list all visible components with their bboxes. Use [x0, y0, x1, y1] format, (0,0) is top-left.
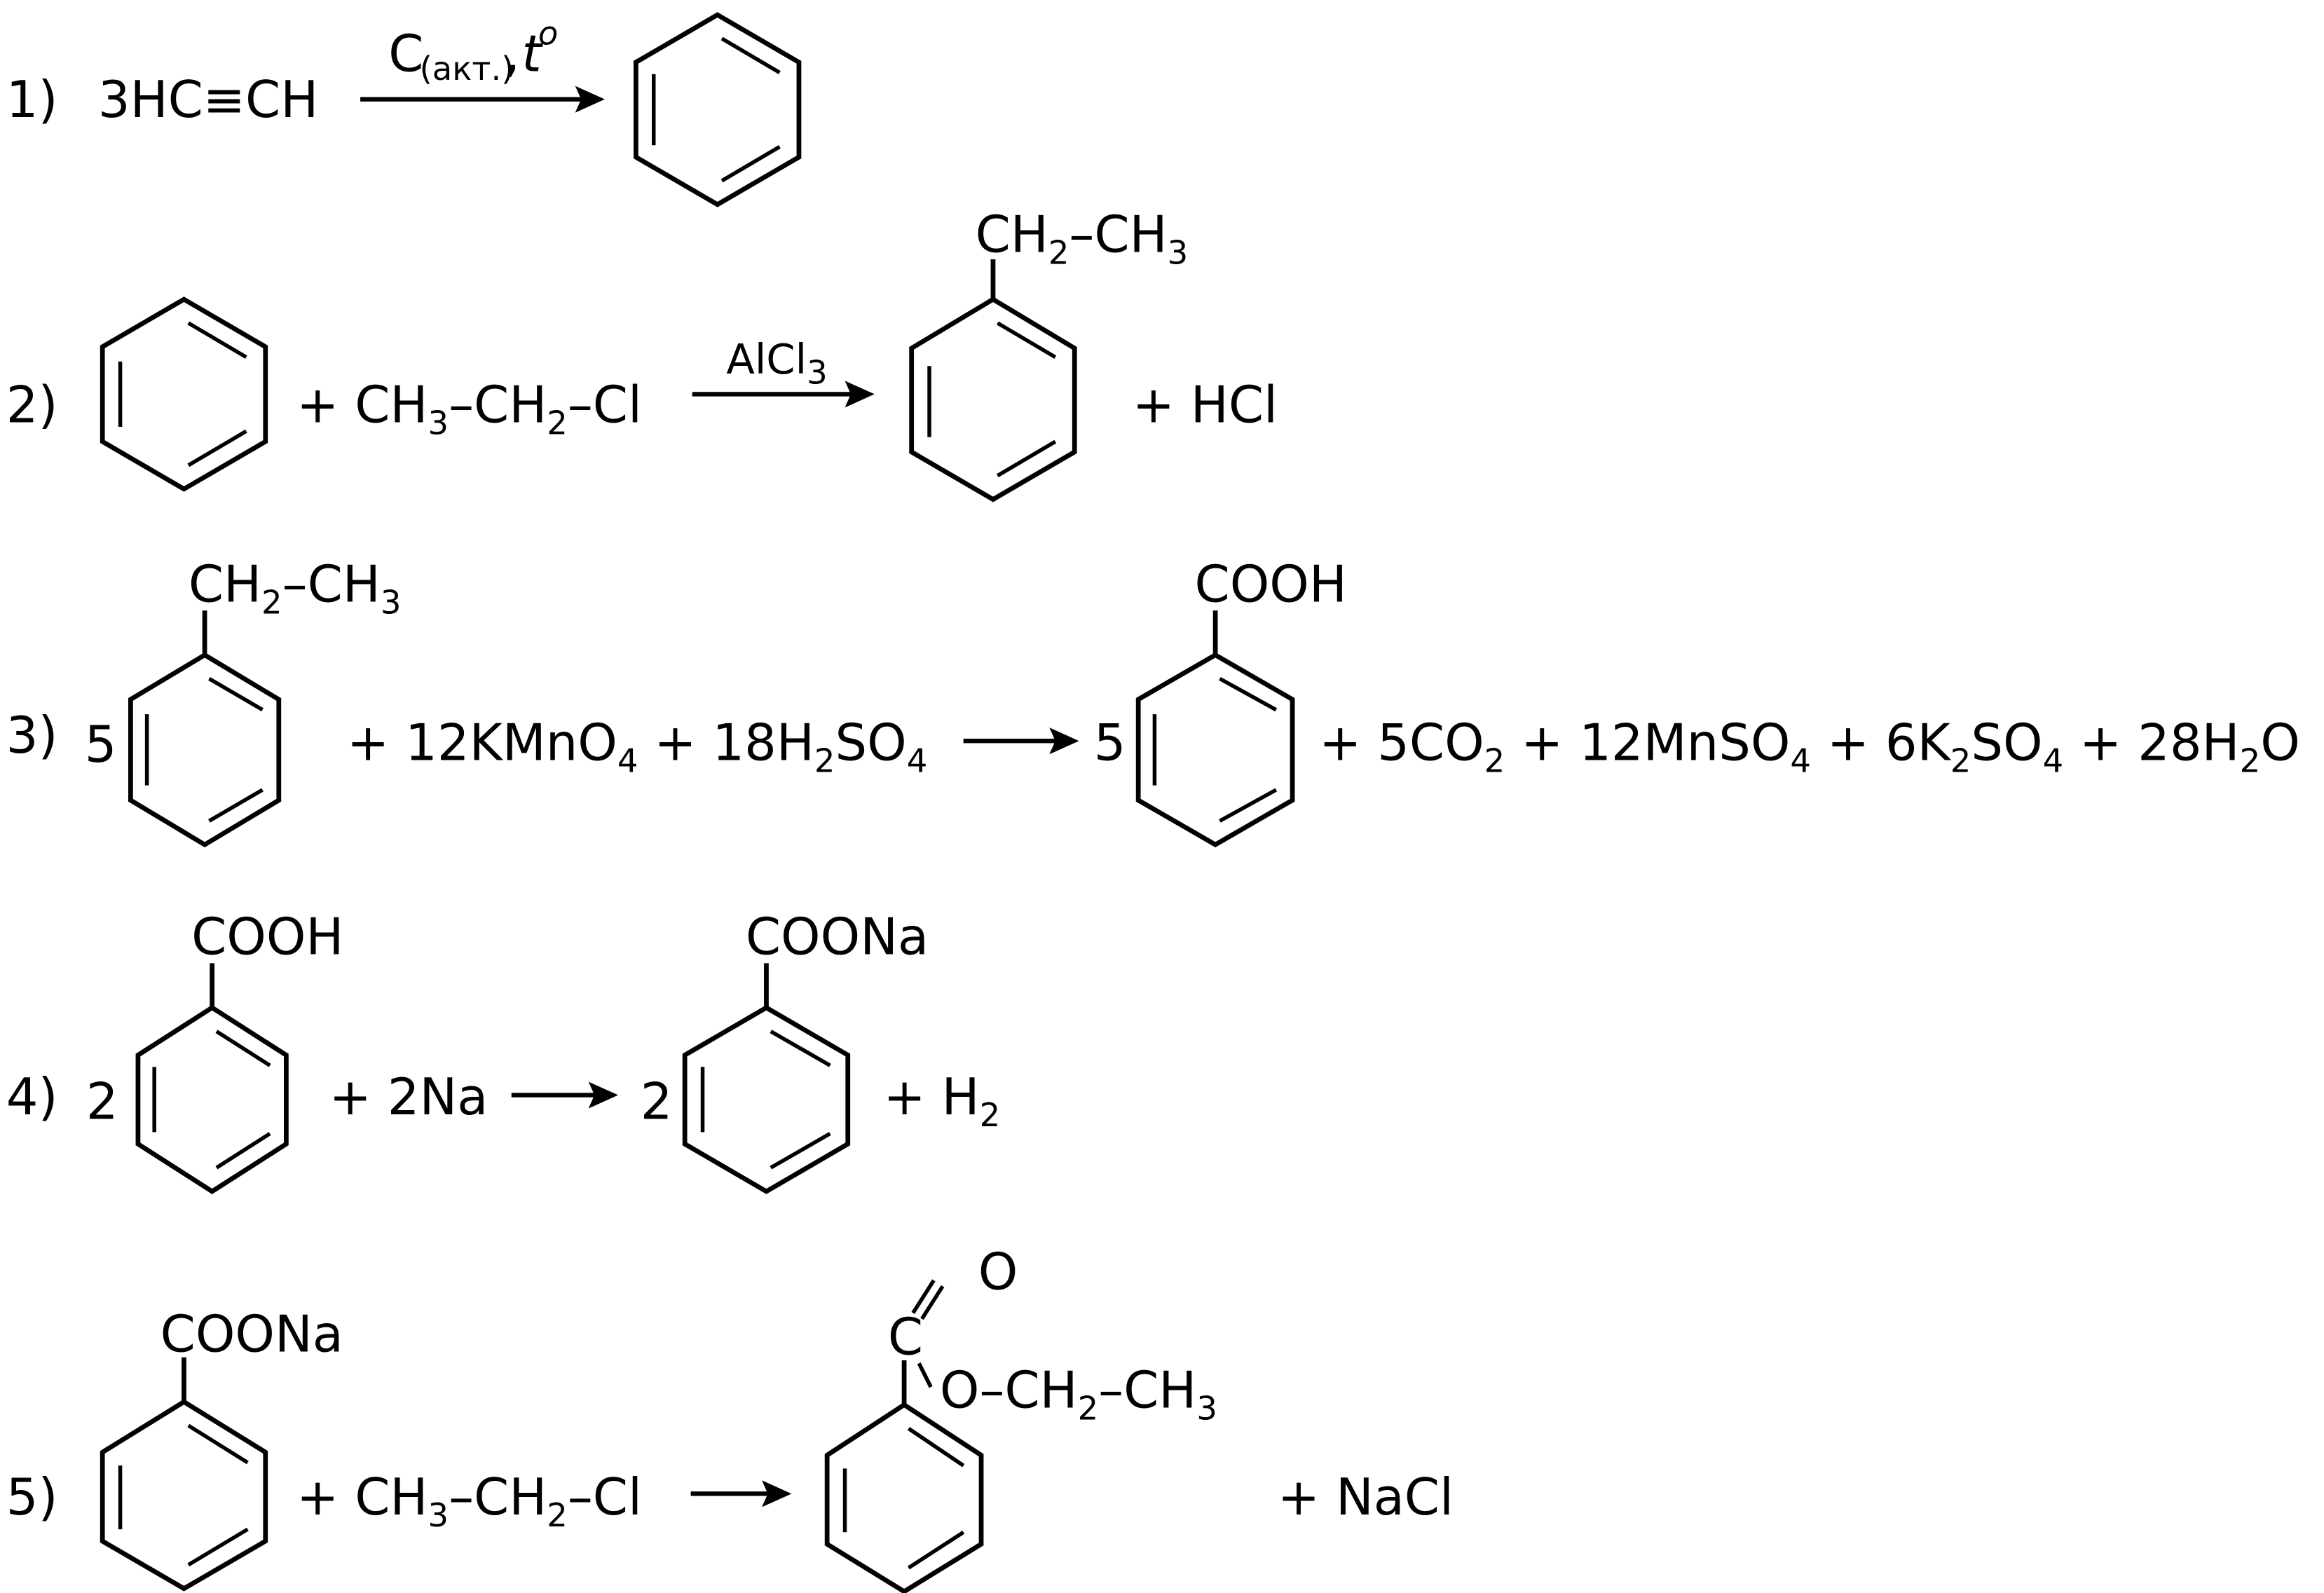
hydrogen-term: + H2: [883, 1067, 1000, 1134]
ring-outline: [100, 296, 268, 492]
sodium-chloride: + NaCl: [1278, 1468, 1454, 1526]
ethylbenzene-structure: CH2–CH3: [128, 554, 402, 848]
aluminum-chloride: AlCl3: [726, 335, 827, 392]
carboxylate-substituent: COONa: [746, 908, 929, 966]
benzene-ring: [633, 12, 802, 207]
acetylene-formula: 3HC≡CH: [98, 70, 318, 129]
reaction-arrow: [963, 727, 1079, 755]
reaction-arrow: [690, 1480, 792, 1507]
double-bond: [215, 1132, 271, 1170]
arrow-head: [762, 1480, 792, 1507]
sodium-benzoate-structure: COONa: [682, 908, 929, 1194]
double-bond: [770, 1132, 831, 1170]
catalyst-label: C (акт.) , t o: [388, 14, 558, 88]
sodium-benzoate-structure: COONa: [100, 1304, 343, 1592]
double-bond: [187, 1527, 249, 1567]
double-bond: [215, 1030, 271, 1067]
carboxyl-substituent: COOH: [1195, 554, 1347, 613]
catalyst-label: AlCl3: [726, 335, 827, 392]
carbonyl-double-bond: [911, 1279, 936, 1314]
carbonyl-oxygen: O: [978, 1243, 1018, 1301]
coefficient: 2: [86, 1072, 118, 1130]
carboxyl-substituent: COOH: [191, 908, 343, 966]
ring-outline: [909, 296, 1077, 502]
coefficient: 5: [1094, 713, 1126, 772]
ethyl-substituent: CH2–CH3: [189, 554, 402, 621]
arrow-head: [845, 381, 875, 408]
arrow-head: [575, 86, 605, 113]
reaction-arrow: [692, 381, 875, 408]
byproduct-terms: + 5CO2 + 12MnSO4 + 6K2SO4 + 28H2O: [1319, 713, 2300, 780]
reaction-number: 4): [6, 1067, 58, 1126]
double-bond: [187, 321, 247, 359]
sodium-term: + 2Na: [329, 1067, 488, 1126]
double-bond: [1219, 788, 1278, 823]
reaction-arrow: [360, 86, 605, 113]
reaction-1: 1) 3HC≡CH C (акт.) , t o: [6, 12, 802, 207]
double-bond: [208, 677, 264, 712]
double-bond: [720, 36, 781, 74]
reaction-number: 3): [6, 706, 58, 765]
oxidant-terms: + 12KMnO4 + 18H2SO4: [347, 713, 927, 780]
reaction-number: 2): [6, 376, 58, 435]
reaction-3: 3) 5 CH2–CH3 + 12KMnO4 + 18H2SO4 5 COOH …: [6, 554, 2300, 848]
ring-outline: [1135, 652, 1295, 848]
reaction-5: 5) COONa + CH3–CH2–Cl C O O–CH2–CH3: [6, 1243, 1454, 1593]
reaction-arrow: [511, 1081, 619, 1109]
chloroethane-formula: + CH3–CH2–Cl: [296, 376, 642, 442]
temperature-degree: o: [538, 14, 558, 52]
reaction-number: 1): [6, 70, 58, 129]
double-bond: [720, 144, 781, 183]
ring-outline: [100, 1399, 268, 1592]
ester-bond: [917, 1362, 933, 1388]
double-bond: [907, 1531, 965, 1570]
double-bond: [1219, 676, 1278, 712]
arrow-head: [588, 1081, 619, 1109]
benzene-ring: [100, 296, 268, 492]
reaction-2: 2) + CH3–CH2–Cl AlCl3 CH2–CH3 + HCl: [6, 205, 1278, 502]
reaction-number: 5): [6, 1468, 58, 1526]
arrow-head: [1049, 727, 1079, 755]
double-bond: [208, 788, 264, 823]
double-bond: [187, 429, 247, 467]
catalyst-separator: ,: [504, 24, 520, 83]
catalyst-activated-subscript: (акт.): [420, 50, 514, 88]
double-bond: [187, 1423, 249, 1465]
carboxylate-substituent: COONa: [160, 1304, 343, 1363]
temperature-symbol: t: [522, 24, 544, 83]
coefficient: 5: [85, 715, 117, 774]
double-bond: [996, 321, 1057, 359]
double-bond: [996, 439, 1057, 478]
double-bond: [907, 1427, 965, 1468]
double-bond: [770, 1030, 831, 1067]
ethoxy-group: O–CH2–CH3: [940, 1361, 1217, 1428]
ring-outline: [633, 12, 802, 207]
catalyst-carbon: C: [388, 24, 423, 83]
hydrogen-chloride: + HCl: [1133, 376, 1278, 435]
benzoic-acid-structure: COOH: [1135, 554, 1347, 848]
ring-outline: [682, 1004, 851, 1194]
benzoic-acid-structure: COOH: [135, 908, 343, 1195]
chloroethane-formula: + CH3–CH2–Cl: [296, 1468, 642, 1534]
ring-outline: [128, 652, 282, 848]
ethyl-substituent: CH2–CH3: [976, 205, 1189, 271]
ethyl-benzoate-structure: C O O–CH2–CH3: [824, 1243, 1217, 1593]
ring-outline: [824, 1402, 984, 1593]
coefficient: 2: [641, 1072, 673, 1130]
carbonyl-double-bond: [920, 1285, 945, 1320]
reaction-4: 4) 2 COOH + 2Na 2 COONa + H2: [6, 908, 1000, 1195]
ring-outline: [135, 1004, 289, 1195]
carbonyl-carbon: C: [888, 1308, 923, 1367]
ethylbenzene-structure: CH2–CH3: [909, 205, 1189, 502]
